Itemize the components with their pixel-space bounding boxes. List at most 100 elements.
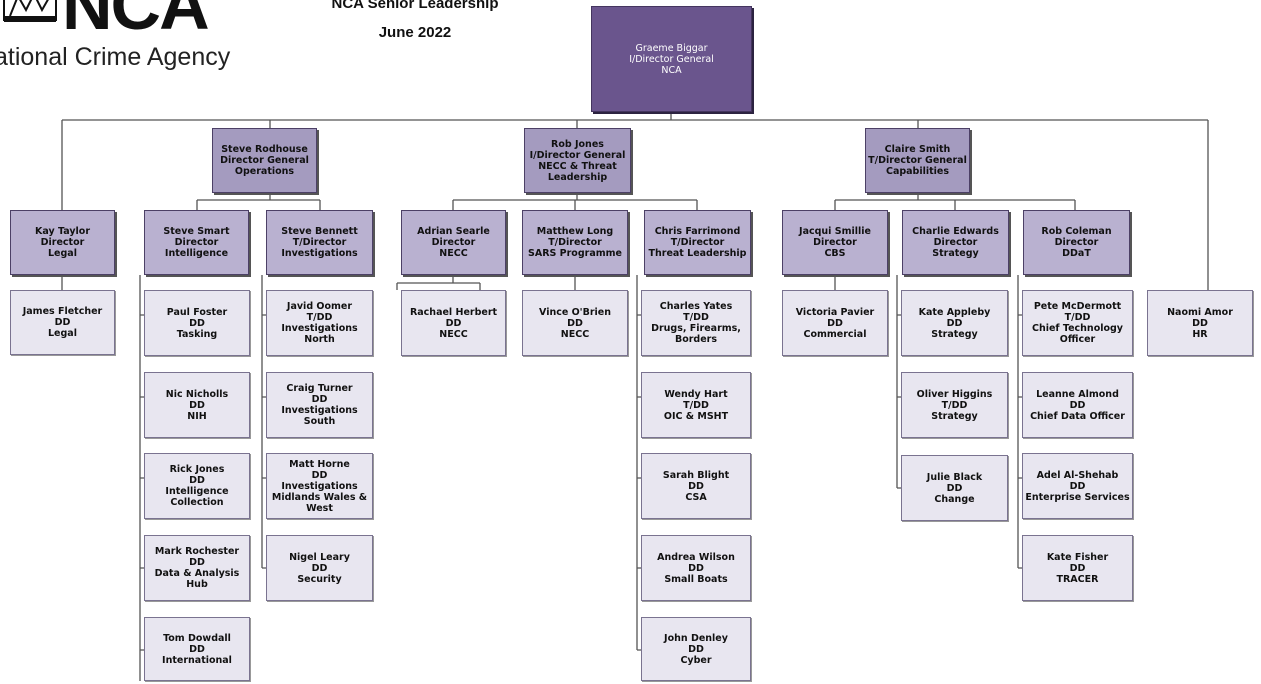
node-line: DD: [1069, 562, 1086, 574]
node-line: Chief Data Officer: [1030, 410, 1125, 422]
node-line: Chief Technology: [1032, 323, 1123, 334]
logo-wordmark: NCA: [62, 0, 210, 44]
node-line: DD: [189, 317, 205, 329]
node-line: DD: [311, 469, 328, 481]
node-line: Midlands Wales &: [271, 491, 368, 503]
node-line: NECC & Threat: [538, 160, 617, 172]
node-line: Tom Dowdall: [163, 632, 231, 644]
node-line: NECC: [439, 328, 468, 340]
node-line: Director: [40, 237, 85, 248]
node-line: T/Director: [292, 237, 347, 248]
node-line: Intelligence: [165, 486, 229, 497]
node-line: Leanne Almond: [1036, 388, 1119, 400]
node-line: Charlie Edwards: [912, 226, 999, 237]
node-line: John Denley: [664, 632, 728, 644]
node-line: Paul Foster: [166, 306, 228, 318]
node-line: Adel Al-Shehab: [1036, 469, 1119, 481]
node-line: Strategy: [931, 410, 978, 422]
node-line: Javid Oomer: [286, 301, 353, 312]
node-line: DD: [827, 317, 843, 329]
node-line: Investigations: [281, 323, 358, 334]
node-line: DD: [311, 394, 328, 405]
node-line: Cyber: [680, 654, 712, 666]
node-line: Nic Nicholls: [165, 388, 229, 400]
node-line: Claire Smith: [884, 144, 951, 155]
node-line: Chris Farrimond: [654, 226, 741, 237]
node-line: Matthew Long: [536, 226, 614, 237]
node-line: T/DD: [683, 312, 709, 323]
node-line: Small Boats: [664, 573, 728, 585]
node-line: CBS: [824, 248, 846, 259]
node-line: NIH: [187, 410, 207, 422]
node-line: Operations: [234, 166, 295, 177]
node-line: DD: [54, 317, 71, 328]
node-line: Hub: [186, 579, 208, 590]
node-line: Enterprise Services: [1025, 491, 1130, 503]
crest-icon: [3, 0, 57, 22]
node-line: Victoria Pavier: [795, 306, 875, 318]
node-line: DD: [1069, 480, 1086, 492]
node-line: DDaT: [1062, 248, 1091, 259]
node-line: DD: [189, 399, 205, 411]
node-line: South: [303, 416, 336, 427]
node-line: DD: [688, 480, 704, 492]
node-line: TRACER: [1056, 573, 1099, 585]
node-line: Nigel Leary: [289, 551, 350, 563]
node-line: Legal: [48, 248, 77, 259]
node-line: Kay Taylor: [34, 226, 90, 237]
node-line: Steve Rodhouse: [221, 144, 308, 155]
node-line: Investigations: [281, 480, 358, 492]
node-line: CSA: [685, 491, 707, 503]
node-line: T/Director General: [868, 155, 967, 166]
node-line: Director: [933, 237, 978, 248]
node-line: NCA: [661, 64, 682, 76]
node-line: NECC: [560, 328, 590, 340]
node-line: Julie Black: [926, 471, 983, 483]
node-line: DD: [189, 643, 205, 655]
chart-date: June 2022: [378, 24, 452, 41]
node-line: North: [304, 334, 335, 345]
node-line: Rick Jones: [169, 464, 225, 475]
logo-subtitle: ational Crime Agency: [0, 43, 231, 71]
node-line: DD: [311, 562, 328, 574]
node-line: Rob Jones: [551, 138, 604, 150]
node-line: Sarah Blight: [662, 469, 730, 481]
node-line: T/DD: [683, 399, 709, 411]
